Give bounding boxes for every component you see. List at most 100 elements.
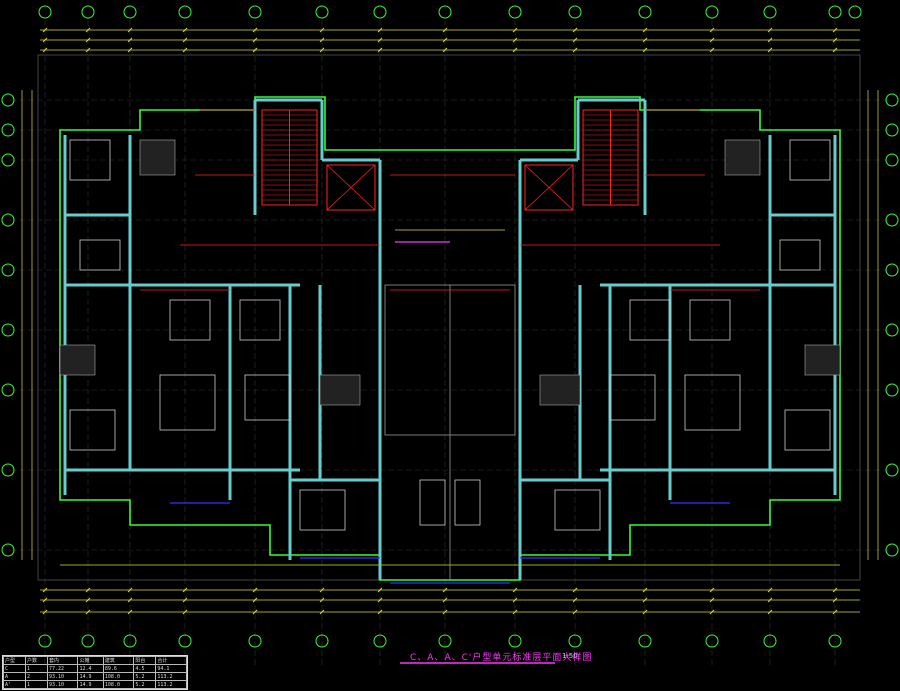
axis-bubble-top [638, 5, 652, 19]
dim-tick [572, 47, 578, 53]
axis-bubble-bottom [638, 634, 652, 648]
axis-bubble-left [1, 323, 15, 337]
dim-tick [767, 47, 773, 53]
dim-tick [377, 27, 383, 33]
dim-tick [512, 37, 518, 43]
dim-tick [709, 47, 715, 53]
axis-bubble-bottom [178, 634, 192, 648]
stats-cell: 户型 [3, 656, 26, 665]
axis-bubble-bottom [763, 634, 777, 648]
dim-tick [709, 27, 715, 33]
axis-bubble-top [373, 5, 387, 19]
axis-bubble-left [1, 153, 15, 167]
axis-bubble-left [1, 463, 15, 477]
dim-tick [319, 47, 325, 53]
bathroom-tile [319, 374, 361, 406]
dim-tick [442, 27, 448, 33]
dim-tick [127, 47, 133, 53]
stats-cell: 1 [24, 664, 48, 673]
dim-tick [42, 597, 48, 603]
axis-bubble-top [828, 5, 842, 19]
furniture-block [69, 409, 116, 451]
dim-tick [182, 587, 188, 593]
dim-tick [832, 597, 838, 603]
axis-bubble-left [1, 123, 15, 137]
dim-tick [709, 37, 715, 43]
stats-cell: 5.2 [133, 680, 157, 689]
dim-tick [85, 47, 91, 53]
dim-tick [252, 609, 258, 615]
stats-cell: 77.22 [46, 664, 79, 673]
furniture-block [684, 374, 741, 431]
dim-tick [85, 609, 91, 615]
furniture-block [159, 374, 216, 431]
stats-cell: 14.9 [77, 680, 104, 689]
dim-tick [572, 587, 578, 593]
stats-cell: A' [3, 680, 26, 689]
stats-cell: 阳台 [133, 656, 157, 665]
furniture-block [244, 374, 291, 421]
furniture-block [779, 239, 821, 271]
furniture-block [789, 139, 831, 181]
axis-bubbles [1, 5, 899, 648]
dim-tick [377, 597, 383, 603]
dim-tick [42, 37, 48, 43]
axis-bubble-top [123, 5, 137, 19]
stats-cell: 12.4 [77, 664, 104, 673]
furniture-block [299, 489, 346, 531]
dim-tick [767, 587, 773, 593]
axis-bubble-left [1, 383, 15, 397]
stats-cell: 户数 [24, 656, 48, 665]
stats-cell: 113.2 [155, 672, 187, 681]
dim-tick [85, 597, 91, 603]
dim-tick [642, 587, 648, 593]
dim-tick [642, 609, 648, 615]
dim-tick [182, 609, 188, 615]
dim-tick [709, 597, 715, 603]
furniture-block [784, 409, 831, 451]
dim-tick [442, 597, 448, 603]
dim-tick [182, 597, 188, 603]
stats-cell: 建筑 [102, 656, 135, 665]
dim-tick [319, 37, 325, 43]
axis-bubble-top [705, 5, 719, 19]
axis-bubble-top [508, 5, 522, 19]
dim-tick [127, 587, 133, 593]
axis-bubble-top [315, 5, 329, 19]
furniture-block [239, 299, 281, 341]
axis-bubble-top [848, 5, 862, 19]
dim-tick [709, 587, 715, 593]
dim-tick [442, 587, 448, 593]
dim-tick [512, 27, 518, 33]
stats-cell: 合计 [155, 656, 187, 665]
bathroom-tile [139, 139, 176, 176]
axis-bubble-bottom [438, 634, 452, 648]
axis-bubble-bottom [705, 634, 719, 648]
dim-tick [442, 609, 448, 615]
dim-tick [832, 37, 838, 43]
stats-cell: 89.6 [102, 664, 135, 673]
dim-tick [319, 597, 325, 603]
elevator-cross [326, 164, 376, 211]
axis-bubble-bottom [373, 634, 387, 648]
axis-bubble-bottom [315, 634, 329, 648]
stats-cell: 14.9 [77, 672, 104, 681]
dim-tick [127, 27, 133, 33]
furniture-block [79, 239, 121, 271]
dim-tick [252, 37, 258, 43]
stats-cell: 4.5 [133, 664, 157, 673]
axis-bubble-right [885, 93, 899, 107]
dim-tick [252, 587, 258, 593]
dim-tick [252, 27, 258, 33]
axis-bubble-right [885, 383, 899, 397]
furniture-block [609, 374, 656, 421]
dim-tick [442, 47, 448, 53]
dim-tick [512, 587, 518, 593]
dim-tick [512, 47, 518, 53]
axis-bubble-top [81, 5, 95, 19]
dim-tick [252, 597, 258, 603]
axis-bubble-top [438, 5, 452, 19]
